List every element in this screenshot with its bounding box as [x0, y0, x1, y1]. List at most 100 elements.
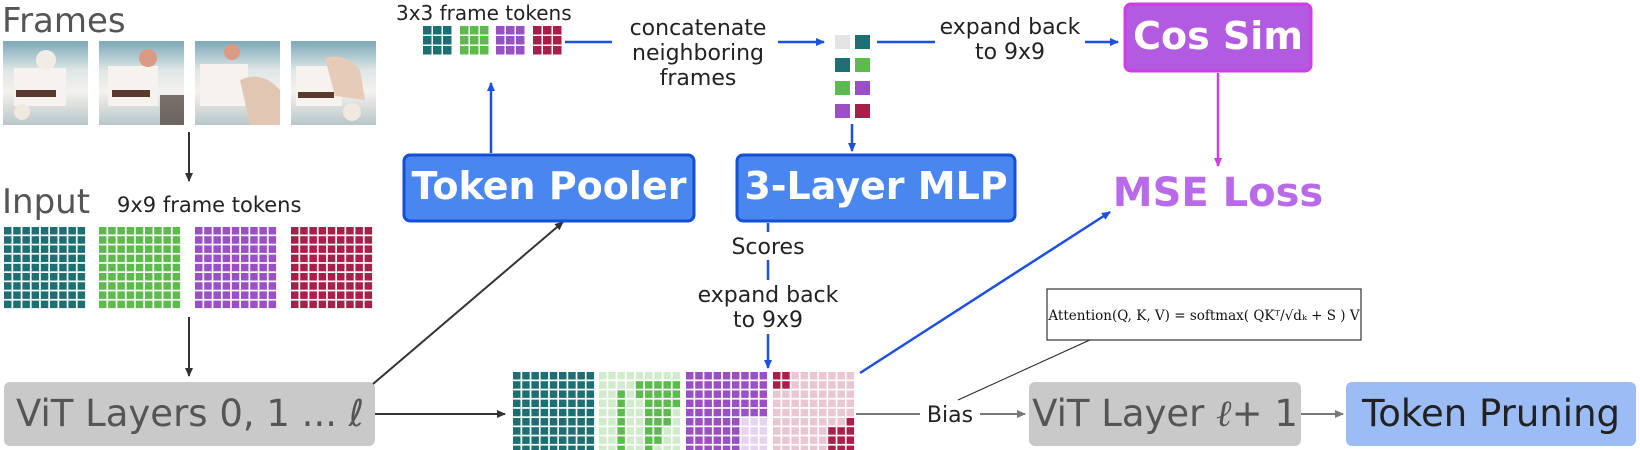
- token-cell: [172, 245, 181, 253]
- token-cell: [213, 300, 221, 309]
- token-cell: [291, 282, 299, 290]
- token-cell: [59, 245, 67, 253]
- token-cell: [222, 227, 231, 235]
- token-cell: [68, 254, 76, 263]
- token-cell: [626, 399, 635, 408]
- token-cell: [695, 372, 703, 380]
- token-cell: [268, 245, 277, 253]
- token-cell: [626, 436, 635, 444]
- token-cell: [222, 236, 231, 244]
- token-cell: [204, 300, 212, 309]
- token-cell: [154, 245, 162, 253]
- token-cell: [213, 282, 221, 290]
- token-cell: [626, 390, 635, 398]
- attention-formula-box: [1046, 288, 1362, 341]
- token-cell: [741, 445, 749, 450]
- token-cell: [741, 427, 749, 435]
- token-cell: [782, 418, 790, 426]
- token-cell: [540, 427, 549, 435]
- token-cell: [40, 300, 49, 309]
- token-cell: [4, 236, 12, 244]
- token-cell: [241, 236, 249, 244]
- token-cell: [531, 390, 539, 398]
- token-cell: [686, 445, 694, 450]
- token-cell: [204, 254, 212, 263]
- token-cell: [13, 263, 21, 272]
- token-cell: [259, 282, 267, 290]
- token-cell: [713, 399, 722, 408]
- token-cell: [759, 381, 768, 389]
- token-cell: [259, 273, 267, 281]
- token-cell: [531, 372, 539, 380]
- token-cell: [741, 390, 749, 398]
- token-cell: [337, 245, 345, 253]
- token-cell: [204, 245, 212, 253]
- token-cell: [549, 427, 558, 435]
- token-cell: [77, 254, 86, 263]
- token-cell: [77, 300, 86, 309]
- token-cell: [704, 390, 712, 398]
- vit-layer-next-box: [1029, 382, 1301, 446]
- token-cell: [599, 436, 607, 444]
- token-cell: [291, 245, 299, 253]
- token-cell: [300, 254, 308, 263]
- token-cell: [695, 399, 703, 408]
- token-cell: [231, 282, 240, 290]
- attention-formula: Attention(Q, K, V) = softmax( QKᵀ/√dₖ + …: [1047, 308, 1359, 324]
- token-cell: [686, 408, 694, 417]
- pooled-grid-crimson: [533, 26, 562, 55]
- token-cell: [759, 408, 768, 417]
- token-cell: [773, 399, 781, 408]
- token-cell: [213, 227, 221, 235]
- token-cell: [40, 227, 49, 235]
- token-cell: [268, 254, 277, 263]
- token-cell: [791, 427, 799, 435]
- token-cell: [480, 46, 489, 55]
- token-cell: [318, 227, 327, 235]
- token-cell: [617, 381, 625, 389]
- token-cell: [108, 263, 116, 272]
- token-cell: [163, 227, 171, 235]
- token-cell: [4, 245, 12, 253]
- token-cell: [568, 436, 576, 444]
- token-cell: [713, 390, 722, 398]
- token-cell: [213, 254, 221, 263]
- token-cell: [259, 263, 267, 272]
- token-cell: [460, 26, 469, 35]
- token-cell: [732, 372, 740, 380]
- token-cell: [809, 372, 818, 380]
- token-cell: [433, 36, 442, 45]
- token-cell: [809, 436, 818, 444]
- token-cell: [645, 445, 653, 450]
- token-cell: [531, 445, 539, 450]
- token-cell: [40, 282, 49, 290]
- token-cell: [4, 291, 12, 299]
- token-cell: [819, 381, 827, 389]
- token-cell: [231, 263, 240, 272]
- token-cell: [559, 436, 567, 444]
- scored-grid-teal: [513, 372, 595, 450]
- token-cell: [732, 436, 740, 444]
- token-cell: [568, 418, 576, 426]
- token-cell: [22, 273, 30, 281]
- token-cell: [172, 300, 181, 309]
- token-cell: [22, 227, 30, 235]
- token-cell: [713, 372, 722, 380]
- token-cell: [443, 36, 452, 45]
- token-cell: [496, 36, 505, 45]
- formula-pointer-line: [957, 338, 1093, 401]
- token-cell: [635, 390, 644, 398]
- cos-sim-box: [1123, 2, 1313, 73]
- token-cell: [773, 418, 781, 426]
- token-cell: [559, 445, 567, 450]
- scored-grid-green: [599, 372, 681, 450]
- token-cell: [300, 263, 308, 272]
- token-cell: [13, 291, 21, 299]
- token-cell: [204, 282, 212, 290]
- token-cell: [222, 254, 231, 263]
- token-cell: [750, 390, 758, 398]
- token-cell: [791, 436, 799, 444]
- token-cell: [846, 408, 855, 417]
- token-cell: [355, 282, 363, 290]
- token-cell: [355, 273, 363, 281]
